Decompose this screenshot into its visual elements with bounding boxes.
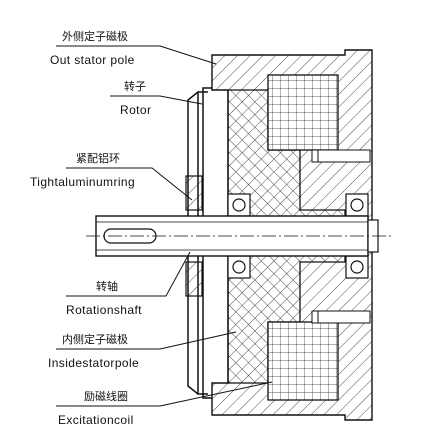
excitation-coil-top — [267, 74, 339, 151]
tight-ring-label-en: Tightaluminumring — [30, 175, 136, 189]
tight-aluminum-ring — [185, 175, 203, 297]
coil-label-cn: 励磁线圈 — [84, 390, 128, 403]
shaft-label-en: Rotationshaft — [66, 303, 142, 317]
inner-pole-label-cn: 内侧定子磁极 — [62, 333, 128, 346]
bearing-lower-right — [345, 255, 369, 279]
inner-pole-label-en: Insidestatorpole — [48, 356, 140, 370]
shaft-label-cn: 转轴 — [96, 280, 118, 293]
rotor-label-en: Rotor — [120, 103, 152, 117]
tight-ring-label-cn: 紧配铝环 — [76, 152, 120, 165]
outer-pole-label-cn: 外侧定子磁极 — [62, 30, 128, 43]
bolt-bottom — [311, 310, 371, 324]
rotor-label-cn: 转子 — [124, 80, 146, 93]
outer-pole-label-en: Out stator pole — [50, 53, 135, 67]
bolt-top — [311, 149, 371, 163]
bearing-upper-left — [227, 193, 251, 217]
rotation-shaft — [86, 215, 392, 257]
coil-label-en: Excitationcoil — [58, 413, 134, 427]
bearing-lower-left — [227, 255, 251, 279]
leader-lines — [56, 45, 273, 407]
excitation-coil-bottom — [267, 321, 339, 401]
bearing-upper-right — [345, 193, 369, 217]
